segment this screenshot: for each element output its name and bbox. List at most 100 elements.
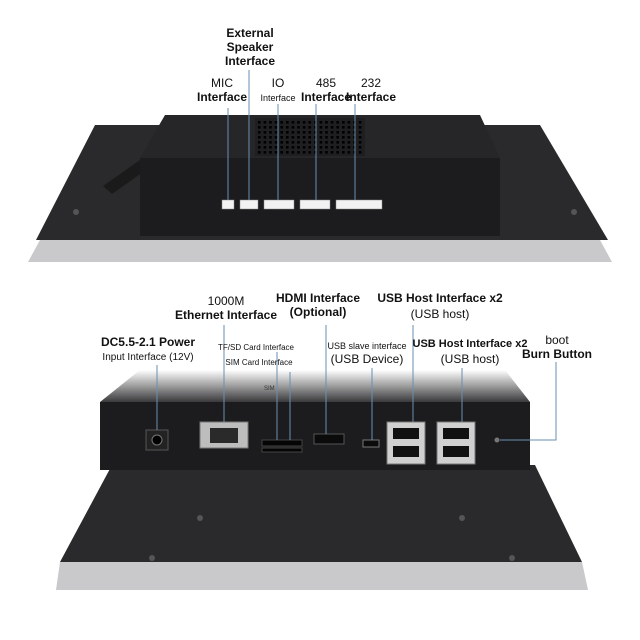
bottom-device-illustration: SIM: [56, 325, 588, 590]
vent-hole: [269, 146, 272, 149]
vent-hole: [286, 131, 289, 134]
rs485-port: [299, 199, 331, 210]
bottom-ports: [145, 421, 500, 465]
vent-hole: [274, 141, 278, 144]
mic-port: [221, 199, 235, 210]
top-ports: [221, 199, 383, 210]
vent-hole: [308, 131, 311, 134]
vent-hole: [314, 136, 317, 139]
vent-hole: [263, 136, 267, 139]
vent-hole: [286, 141, 289, 144]
vent-hole: [302, 146, 306, 149]
vent-hole: [342, 121, 345, 124]
vent-hole: [347, 151, 351, 154]
label-io: IO Interface: [260, 76, 296, 103]
io-port: [263, 199, 295, 210]
bottom-panel-back: [60, 465, 582, 562]
vent-hole: [291, 151, 295, 154]
vent-hole: [336, 136, 339, 139]
vent-hole: [325, 141, 328, 144]
vent-hole: [308, 141, 311, 144]
vent-hole: [336, 141, 339, 144]
vent-hole: [319, 136, 323, 139]
vent-hole: [280, 136, 283, 139]
usb-slave-port: [362, 439, 380, 448]
vent-hole: [274, 136, 278, 139]
vent-hole: [319, 131, 323, 134]
vent-hole: [291, 141, 295, 144]
vent-hole: [280, 141, 283, 144]
vent-hole: [330, 126, 334, 129]
vent-hole: [325, 136, 328, 139]
vent-hole: [274, 131, 278, 134]
vent-hole: [258, 131, 261, 134]
vent-hole: [342, 136, 345, 139]
vent-hole: [336, 131, 339, 134]
vent-hole: [330, 136, 334, 139]
screw: [571, 209, 577, 215]
vent-hole: [269, 136, 272, 139]
vent-hole: [302, 126, 306, 129]
vent-hole: [336, 146, 339, 149]
vent-hole: [274, 151, 278, 154]
bottom-leader-lines: [156, 325, 557, 441]
vent-hole: [314, 141, 317, 144]
vent-hole: [342, 131, 345, 134]
vent-hole: [263, 151, 267, 154]
vent-hole: [347, 146, 351, 149]
bottom-panel-rim: [56, 562, 588, 590]
vent-hole: [297, 151, 300, 154]
vent-hole: [269, 141, 272, 144]
vent-hole: [302, 121, 306, 124]
label-mic: MIC Interface: [196, 76, 248, 104]
vent-hole: [286, 146, 289, 149]
label-hdmi: HDMI Interface (Optional): [275, 291, 361, 319]
vent-hole: [302, 136, 306, 139]
label-usb-slave: USB slave interface (USB Device): [327, 341, 407, 367]
vent-hole: [347, 121, 351, 124]
vent-hole: [325, 151, 328, 154]
screw: [509, 555, 515, 561]
vent-hole: [286, 151, 289, 154]
label-485: 485 Interface: [300, 76, 352, 104]
label-sim: SIM Card Interface: [225, 358, 293, 367]
label-usb-host-2: USB Host Interface x2 (USB host): [412, 338, 528, 366]
vent-hole: [297, 121, 300, 124]
bottom-case-top: [100, 370, 530, 402]
vent-hole: [280, 126, 283, 129]
vent-hole: [342, 151, 345, 154]
vent-hole: [263, 121, 267, 124]
label-usb-host-1: USB Host Interface x2 (USB host): [377, 291, 503, 321]
vent-hole: [297, 131, 300, 134]
top-panel-rim: [28, 240, 612, 262]
vent-hole: [336, 126, 339, 129]
vent-hole: [358, 136, 362, 139]
vent-hole: [291, 131, 295, 134]
vent-hole: [330, 146, 334, 149]
vent-hole: [286, 136, 289, 139]
vent-hole: [347, 126, 351, 129]
vent-hole: [319, 126, 323, 129]
label-power: DC5.5-2.1 Power Input Interface (12V): [100, 335, 196, 363]
vent-hole: [336, 121, 339, 124]
vent-hole: [358, 121, 362, 124]
vent-hole: [280, 121, 283, 124]
rs232-port: [335, 199, 383, 210]
vent-hole: [342, 141, 345, 144]
vent-hole: [358, 146, 362, 149]
vent-hole: [330, 121, 334, 124]
vent-hole: [274, 121, 278, 124]
tf-sd-slot: [261, 447, 303, 453]
label-tf-sd: TF/SD Card Interface: [217, 343, 295, 352]
vent-hole: [286, 126, 289, 129]
vent-hole: [274, 126, 278, 129]
vent-hole: [342, 146, 345, 149]
vent-hole: [330, 151, 334, 154]
vent-hole: [297, 136, 300, 139]
vent-hole: [297, 141, 300, 144]
vent-hole: [302, 131, 306, 134]
vent-hole: [347, 136, 351, 139]
vent-hole: [263, 126, 267, 129]
sim-slot: [261, 439, 303, 447]
